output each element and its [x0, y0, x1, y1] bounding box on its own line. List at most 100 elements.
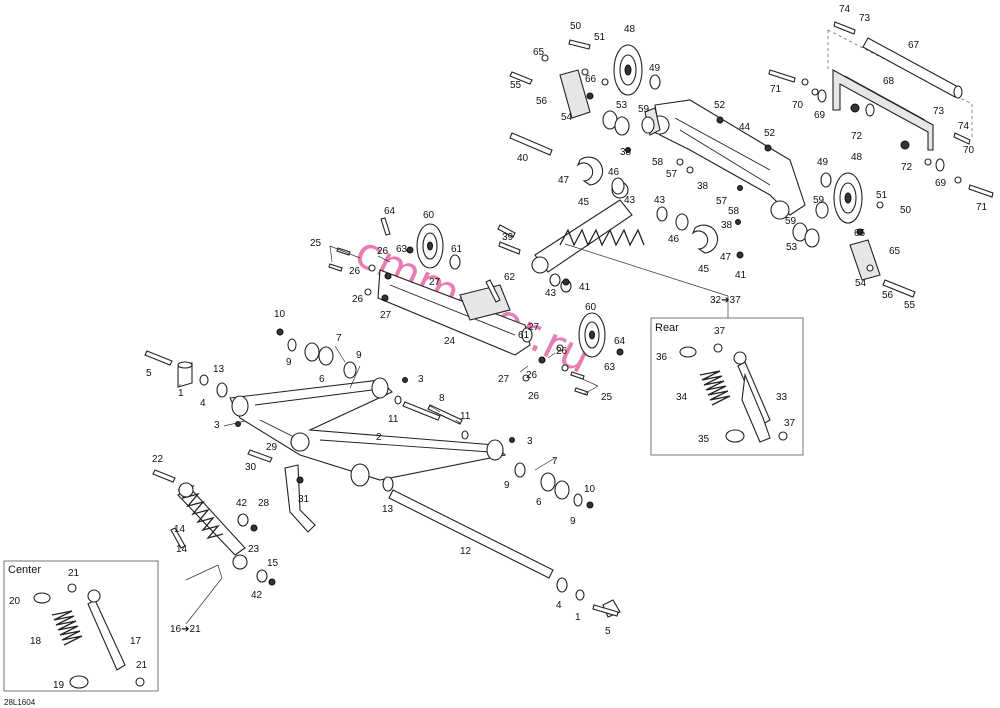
callout-60-b[interactable]: 60 — [585, 302, 597, 313]
callout-62[interactable]: 62 — [504, 272, 516, 283]
callout-50-right[interactable]: 50 — [900, 205, 912, 216]
callout-26[interactable]: 26 — [377, 246, 389, 257]
callout-3-b[interactable]: 3 — [214, 420, 220, 431]
callout-12[interactable]: 12 — [460, 546, 472, 557]
callout-58[interactable]: 58 — [728, 206, 740, 217]
callout-49[interactable]: 49 — [649, 63, 661, 74]
callout-34[interactable]: 34 — [676, 392, 688, 403]
callout-7-b[interactable]: 7 — [552, 456, 558, 467]
callout-27[interactable]: 27 — [429, 277, 441, 288]
callout-31[interactable]: 31 — [298, 494, 310, 505]
callout-29[interactable]: 29 — [266, 442, 278, 453]
callout-26-d[interactable]: 26 — [556, 346, 568, 357]
callout-35[interactable]: 35 — [698, 434, 710, 445]
callout-47-top[interactable]: 47 — [558, 175, 570, 186]
rear-inset-range[interactable]: 32➔37 — [710, 295, 741, 306]
callout-26-e[interactable]: 26 — [526, 370, 538, 381]
callout-46-top[interactable]: 46 — [608, 167, 620, 178]
callout-18[interactable]: 18 — [30, 636, 42, 647]
callout-70-right[interactable]: 70 — [963, 145, 975, 156]
callout-36[interactable]: 36 — [656, 352, 668, 363]
callout-20[interactable]: 20 — [9, 596, 21, 607]
callout-66-right[interactable]: 66 — [854, 228, 866, 239]
callout-74-right[interactable]: 74 — [958, 121, 970, 132]
callout-72[interactable]: 72 — [851, 131, 863, 142]
callout-26-c[interactable]: 26 — [352, 294, 364, 305]
callout-26-b[interactable]: 26 — [349, 266, 361, 277]
callout-9-c[interactable]: 9 — [504, 480, 510, 491]
callout-55-right[interactable]: 55 — [904, 300, 916, 311]
callout-4[interactable]: 4 — [200, 398, 206, 409]
callout-14-bolt[interactable]: 14 — [174, 524, 186, 535]
center-inset-range[interactable]: 16➔21 — [170, 624, 201, 635]
callout-21-inset-bottom[interactable]: 21 — [136, 660, 148, 671]
callout-52-top[interactable]: 52 — [714, 100, 726, 111]
callout-47[interactable]: 47 — [720, 252, 732, 263]
callout-43[interactable]: 43 — [624, 195, 636, 206]
callout-37-inset-top[interactable]: 37 — [714, 326, 726, 337]
callout-45-top[interactable]: 45 — [578, 197, 590, 208]
callout-3-c[interactable]: 3 — [527, 436, 533, 447]
callout-4-b[interactable]: 4 — [556, 600, 562, 611]
callout-30[interactable]: 30 — [245, 462, 257, 473]
callout-46[interactable]: 46 — [668, 234, 680, 245]
callout-38-mid[interactable]: 38 — [697, 181, 709, 192]
callout-10-b[interactable]: 10 — [584, 484, 596, 495]
callout-37-inset-bottom[interactable]: 37 — [784, 418, 796, 429]
callout-54[interactable]: 54 — [561, 112, 573, 123]
callout-53-right[interactable]: 53 — [786, 242, 798, 253]
callout-65-right[interactable]: 65 — [889, 246, 901, 257]
callout-11[interactable]: 11 — [388, 414, 399, 425]
callout-48[interactable]: 48 — [624, 24, 636, 35]
callout-57-top[interactable]: 57 — [666, 169, 678, 180]
callout-72-right[interactable]: 72 — [901, 162, 913, 173]
callout-70[interactable]: 70 — [792, 100, 804, 111]
callout-71-right[interactable]: 71 — [976, 202, 988, 213]
callout-11-b[interactable]: 11 — [460, 411, 471, 422]
callout-54-right[interactable]: 54 — [855, 278, 867, 289]
callout-9-d[interactable]: 9 — [570, 516, 576, 527]
callout-5-b[interactable]: 5 — [605, 626, 611, 637]
callout-38-top[interactable]: 38 — [620, 147, 632, 158]
callout-41[interactable]: 41 — [579, 282, 591, 293]
callout-38[interactable]: 38 — [721, 220, 733, 231]
callout-59-right[interactable]: 59 — [785, 216, 797, 227]
callout-73[interactable]: 73 — [859, 13, 871, 24]
callout-2[interactable]: 2 — [376, 432, 382, 443]
callout-27-c[interactable]: 27 — [528, 322, 540, 333]
callout-15[interactable]: 15 — [267, 558, 279, 569]
callout-74[interactable]: 74 — [839, 4, 851, 15]
callout-66[interactable]: 66 — [585, 74, 597, 85]
callout-33[interactable]: 33 — [776, 392, 788, 403]
callout-27-b[interactable]: 27 — [380, 310, 392, 321]
callout-64[interactable]: 64 — [384, 206, 396, 217]
callout-26-f[interactable]: 26 — [528, 391, 540, 402]
callout-1-b[interactable]: 1 — [575, 612, 581, 623]
callout-44[interactable]: 44 — [739, 122, 751, 133]
callout-48-right[interactable]: 48 — [851, 152, 863, 163]
callout-28[interactable]: 28 — [258, 498, 270, 509]
callout-6[interactable]: 6 — [319, 374, 325, 385]
callout-5[interactable]: 5 — [146, 368, 152, 379]
callout-1[interactable]: 1 — [178, 388, 184, 399]
callout-55[interactable]: 55 — [510, 80, 522, 91]
callout-41-right[interactable]: 41 — [735, 270, 747, 281]
callout-53[interactable]: 53 — [616, 100, 628, 111]
callout-45[interactable]: 45 — [698, 264, 710, 275]
callout-3[interactable]: 3 — [418, 374, 424, 385]
callout-67[interactable]: 67 — [908, 40, 920, 51]
callout-64-b[interactable]: 64 — [614, 336, 626, 347]
callout-65[interactable]: 65 — [533, 47, 545, 58]
callout-56-right[interactable]: 56 — [882, 290, 894, 301]
callout-42[interactable]: 42 — [236, 498, 248, 509]
callout-9[interactable]: 9 — [286, 357, 292, 368]
callout-25-b[interactable]: 25 — [601, 392, 613, 403]
callout-9-b[interactable]: 9 — [356, 350, 362, 361]
callout-73-right[interactable]: 73 — [933, 106, 945, 117]
callout-61[interactable]: 61 — [451, 244, 463, 255]
callout-61-b[interactable]: 61 — [518, 330, 530, 341]
callout-14[interactable]: 14 — [176, 544, 188, 555]
callout-63[interactable]: 63 — [396, 244, 408, 255]
callout-17[interactable]: 17 — [130, 636, 142, 647]
callout-58-top[interactable]: 58 — [652, 157, 664, 168]
